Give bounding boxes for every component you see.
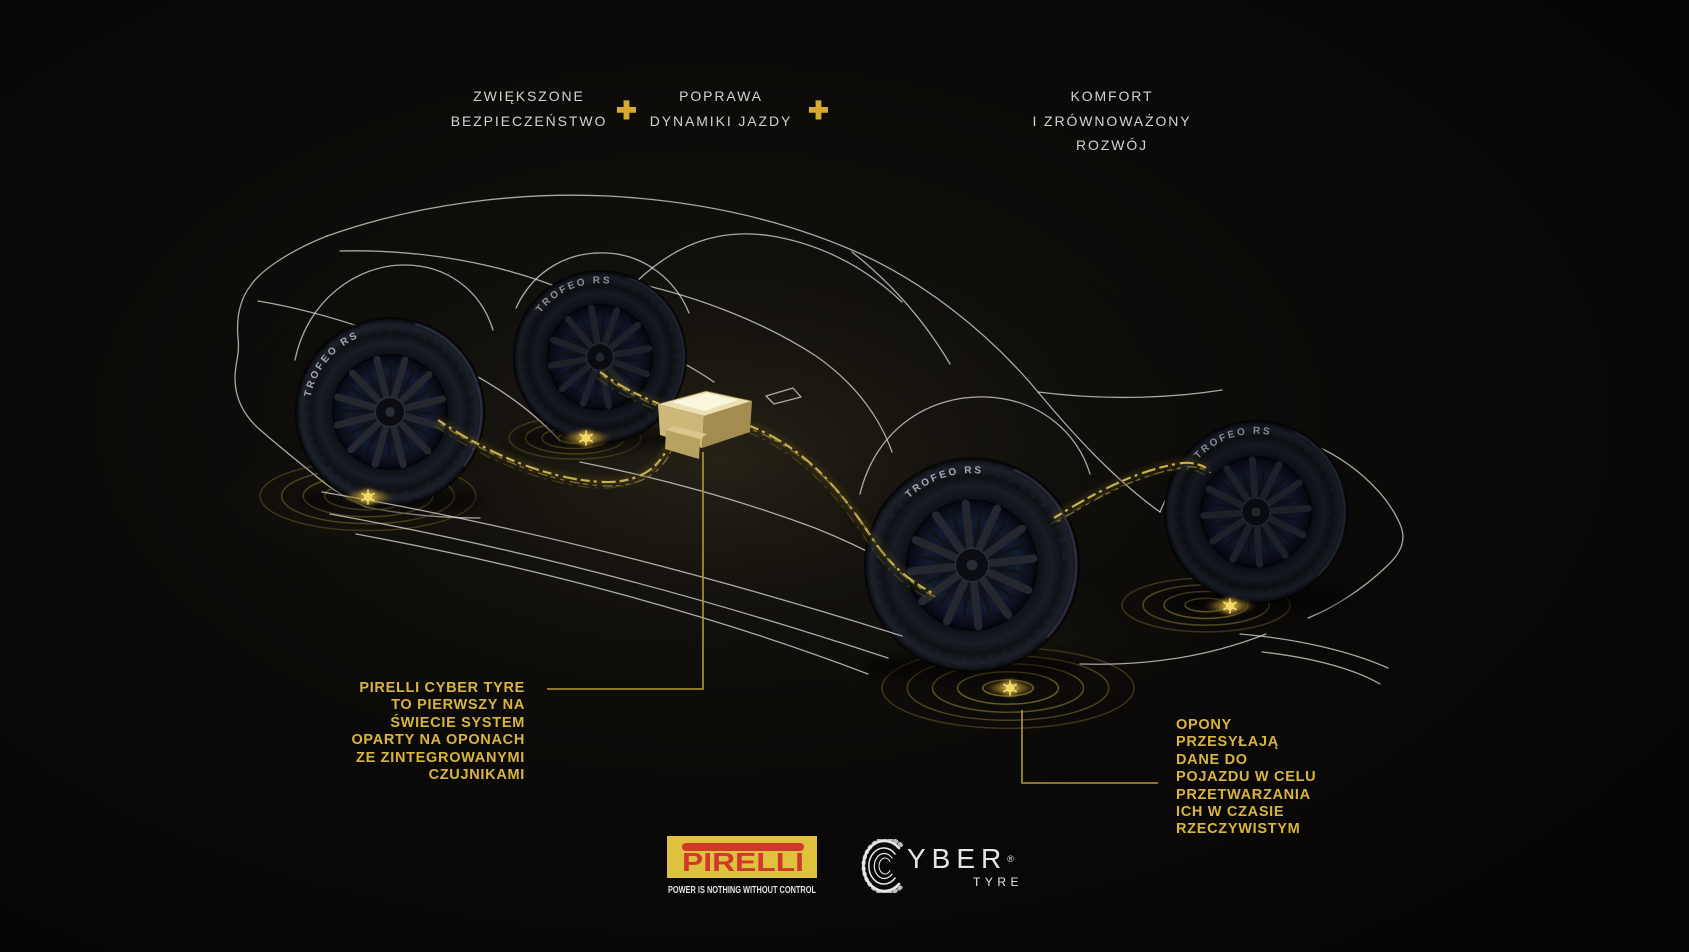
pirelli-tagline-text: POWER IS NOTHING WITHOUT CONTROL [668,884,816,896]
annotation-line: OPONY [1176,717,1232,733]
plus-icon: ✚ [616,97,637,125]
right-annotation: OPONY PRZESYŁAJĄ DANE DO POJAZDU W CELU … [1176,717,1411,839]
annotation-line: RZECZYWISTYM [1176,821,1301,838]
benefit-line: POPRAWA [679,88,763,104]
right-leader-line [1021,710,1158,784]
benefit-line: I ZRÓWNOWAŻONY [1032,112,1192,129]
windshield-line [635,233,903,303]
annotation-line: ŚWIECIE SYSTEM [390,714,525,731]
annotation-line: CZUJNIKAMI [428,767,525,784]
tire-c-icon [861,839,903,893]
annotation-line: ICH W CZASIE [1176,804,1285,821]
benefit-comfort: KOMFORT I ZRÓWNOWAŻONY ROZWÓJ [987,84,1237,158]
benefit-line: KOMFORT [1070,88,1154,104]
benefit-dynamics: POPRAWA DYNAMIKI JAZDY [596,84,846,133]
cyber-word-rest: YBER [907,843,1008,874]
annotation-line: PRZETWARZANIA [1176,786,1311,803]
tire-tread [868,461,1076,669]
data-trace [434,416,673,489]
pirelli-logo-box: PIRELLI [667,836,817,878]
sill-line-2 [329,513,889,659]
tire-sensors [341,428,1257,698]
tire-sensor [1203,596,1257,616]
car-wireframe-front [321,491,1267,675]
data-trace [1050,458,1212,525]
annotation-line: TO PIERWSZY NA [391,697,525,714]
front-wheel-arch [294,264,494,361]
annotation-line: POJAZDU W CELU [1176,769,1317,786]
front-wheel-arch-2 [515,252,690,314]
car-silhouette [326,194,1161,513]
sill-line-3 [355,533,869,675]
pirelli-wordmark: PIRELLI [682,847,804,877]
left-leader-line [547,452,704,690]
tire: TROFEO RS [1163,419,1349,605]
quarter-window-line [851,251,951,365]
tire-tread [516,273,684,441]
tire-sensor [983,678,1037,698]
tire-sensor [341,487,395,507]
cyber-tyre-wordmark: YBER® TYRE [907,839,1025,890]
ecu-unit [657,390,753,459]
leader-lines [547,452,1158,784]
diffuser-line [1239,633,1389,669]
annotation-line: PIRELLI CYBER TYRE [359,680,525,696]
cyber-word: YBER® [907,844,1025,874]
diffuser-line-2 [1261,651,1381,685]
rear-wheel-arch [859,396,1091,495]
rear-deck-line [1037,389,1223,399]
plus-icon: ✚ [808,97,829,125]
tire-tread [298,320,482,504]
pirelli-tagline: POWER IS NOTHING WITHOUT CONTROL [667,883,817,901]
pirelli-logo: PIRELLI POWER IS NOTHING WITHOUT CONTROL [667,836,817,901]
data-trace [746,421,938,601]
benefit-line: ROZWÓJ [1075,137,1149,153]
beltline [639,283,893,453]
car-wireframe-back [234,194,1404,685]
rear-lower-line [1079,633,1267,665]
benefit-line: ZWIĘKSZONE [473,88,585,104]
side-mirror-outline [765,387,802,405]
left-annotation: PIRELLI CYBER TYRE TO PIERWSZY NA ŚWIECI… [285,680,525,784]
annotation-line: PRZESYŁAJĄ [1176,734,1279,751]
tire-sensor [559,428,613,448]
benefit-line: DYNAMIKI JAZDY [649,112,793,129]
sill-line [321,491,903,637]
registered-mark: ® [1007,854,1014,864]
annotation-line: OPARTY NA OPONACH [351,732,525,749]
annotation-line: DANE DO [1176,751,1248,768]
tire: TROFEO RS [290,316,486,508]
cyber-tyre-logo: YBER® TYRE [856,839,1025,893]
annotation-line: ZE ZINTEGROWANYMI [356,749,525,766]
tyre-word: TYRE [972,875,1023,889]
benefit-safety: ZWIĘKSZONE BEZPIECZEŃSTWO [404,84,654,133]
pirelli-wordmark-art: PIRELLI [682,843,804,877]
benefit-line: BEZPIECZEŃSTWO [450,112,608,129]
